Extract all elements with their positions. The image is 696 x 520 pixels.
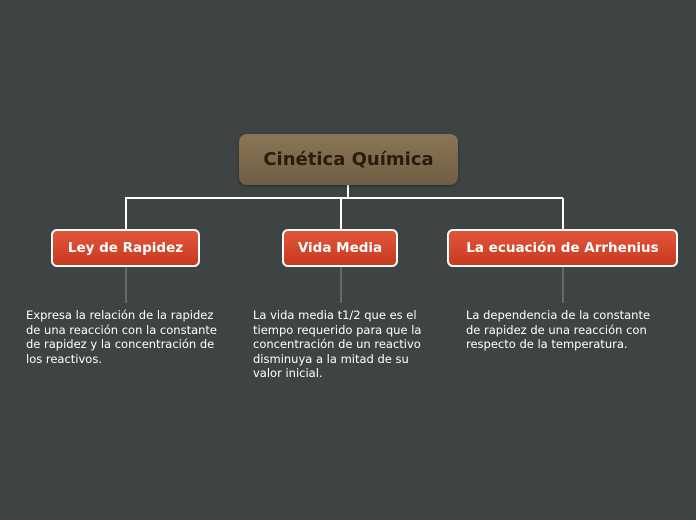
subtopic-label: Ley de Rapidez (67, 240, 184, 256)
subtopic-label: Vida Media (297, 240, 383, 256)
subtopic-node-ley-de-rapidez[interactable]: Ley de Rapidez (51, 229, 200, 267)
root-topic-label: Cinética Química (263, 149, 434, 170)
subtopic-node-vida-media[interactable]: Vida Media (282, 229, 398, 267)
note-text-vida-media: La vida media t1/2 que es el tiempo requ… (253, 308, 422, 381)
root-topic-node[interactable]: Cinética Química (239, 134, 458, 185)
note-text-arrhenius: La dependencia de la constante de rapide… (466, 308, 651, 352)
subtopic-node-arrhenius[interactable]: La ecuación de Arrhenius (447, 229, 678, 267)
note-text-ley-de-rapidez: Expresa la relación de la rapidez de una… (26, 308, 217, 366)
subtopic-label: La ecuación de Arrhenius (466, 240, 659, 256)
